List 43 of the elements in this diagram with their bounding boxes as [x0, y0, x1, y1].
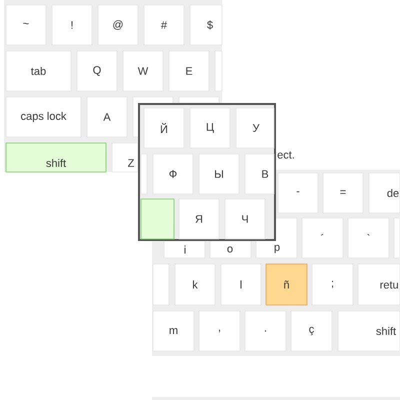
- key: @: [98, 4, 138, 46]
- key: ç: [290, 310, 332, 352]
- key: [394, 218, 400, 258]
- key: E: [168, 50, 210, 92]
- key: -: [278, 172, 318, 214]
- highlighted-key: ñ: [266, 264, 308, 306]
- key: A: [86, 96, 128, 138]
- key: ;: [312, 264, 354, 306]
- key: l: [220, 264, 262, 306]
- key: i: [164, 240, 206, 258]
- key: W: [122, 50, 164, 92]
- key: [152, 264, 170, 306]
- key: Q: [76, 50, 118, 92]
- key: Й: [144, 108, 184, 148]
- key: shift: [338, 310, 400, 352]
- key: [178, 96, 220, 104]
- key: de: [368, 172, 400, 214]
- key: Z: [112, 142, 138, 172]
- key: retu: [358, 264, 400, 306]
- key: ´: [302, 218, 344, 258]
- highlighted-key: shift: [6, 142, 106, 172]
- key: .: [244, 310, 286, 352]
- key: caps lock: [6, 96, 82, 138]
- key: В: [244, 154, 274, 194]
- key: #: [144, 4, 184, 46]
- key: Ц: [190, 108, 230, 148]
- key: У: [236, 108, 274, 148]
- key: [140, 154, 148, 194]
- key: !: [52, 4, 92, 46]
- key: o: [210, 240, 252, 258]
- key: Ы: [198, 154, 240, 194]
- key: `: [348, 218, 390, 258]
- key: [214, 50, 222, 92]
- key: Ф: [152, 154, 194, 194]
- highlighted-key: [140, 198, 174, 240]
- key: ,: [198, 310, 240, 352]
- key: $: [190, 4, 222, 46]
- key: k: [174, 264, 216, 306]
- key: m: [152, 310, 194, 352]
- key: =: [322, 172, 364, 214]
- key: ~: [6, 4, 46, 46]
- instruction-text: ect.: [278, 151, 294, 159]
- key: tab: [6, 50, 72, 92]
